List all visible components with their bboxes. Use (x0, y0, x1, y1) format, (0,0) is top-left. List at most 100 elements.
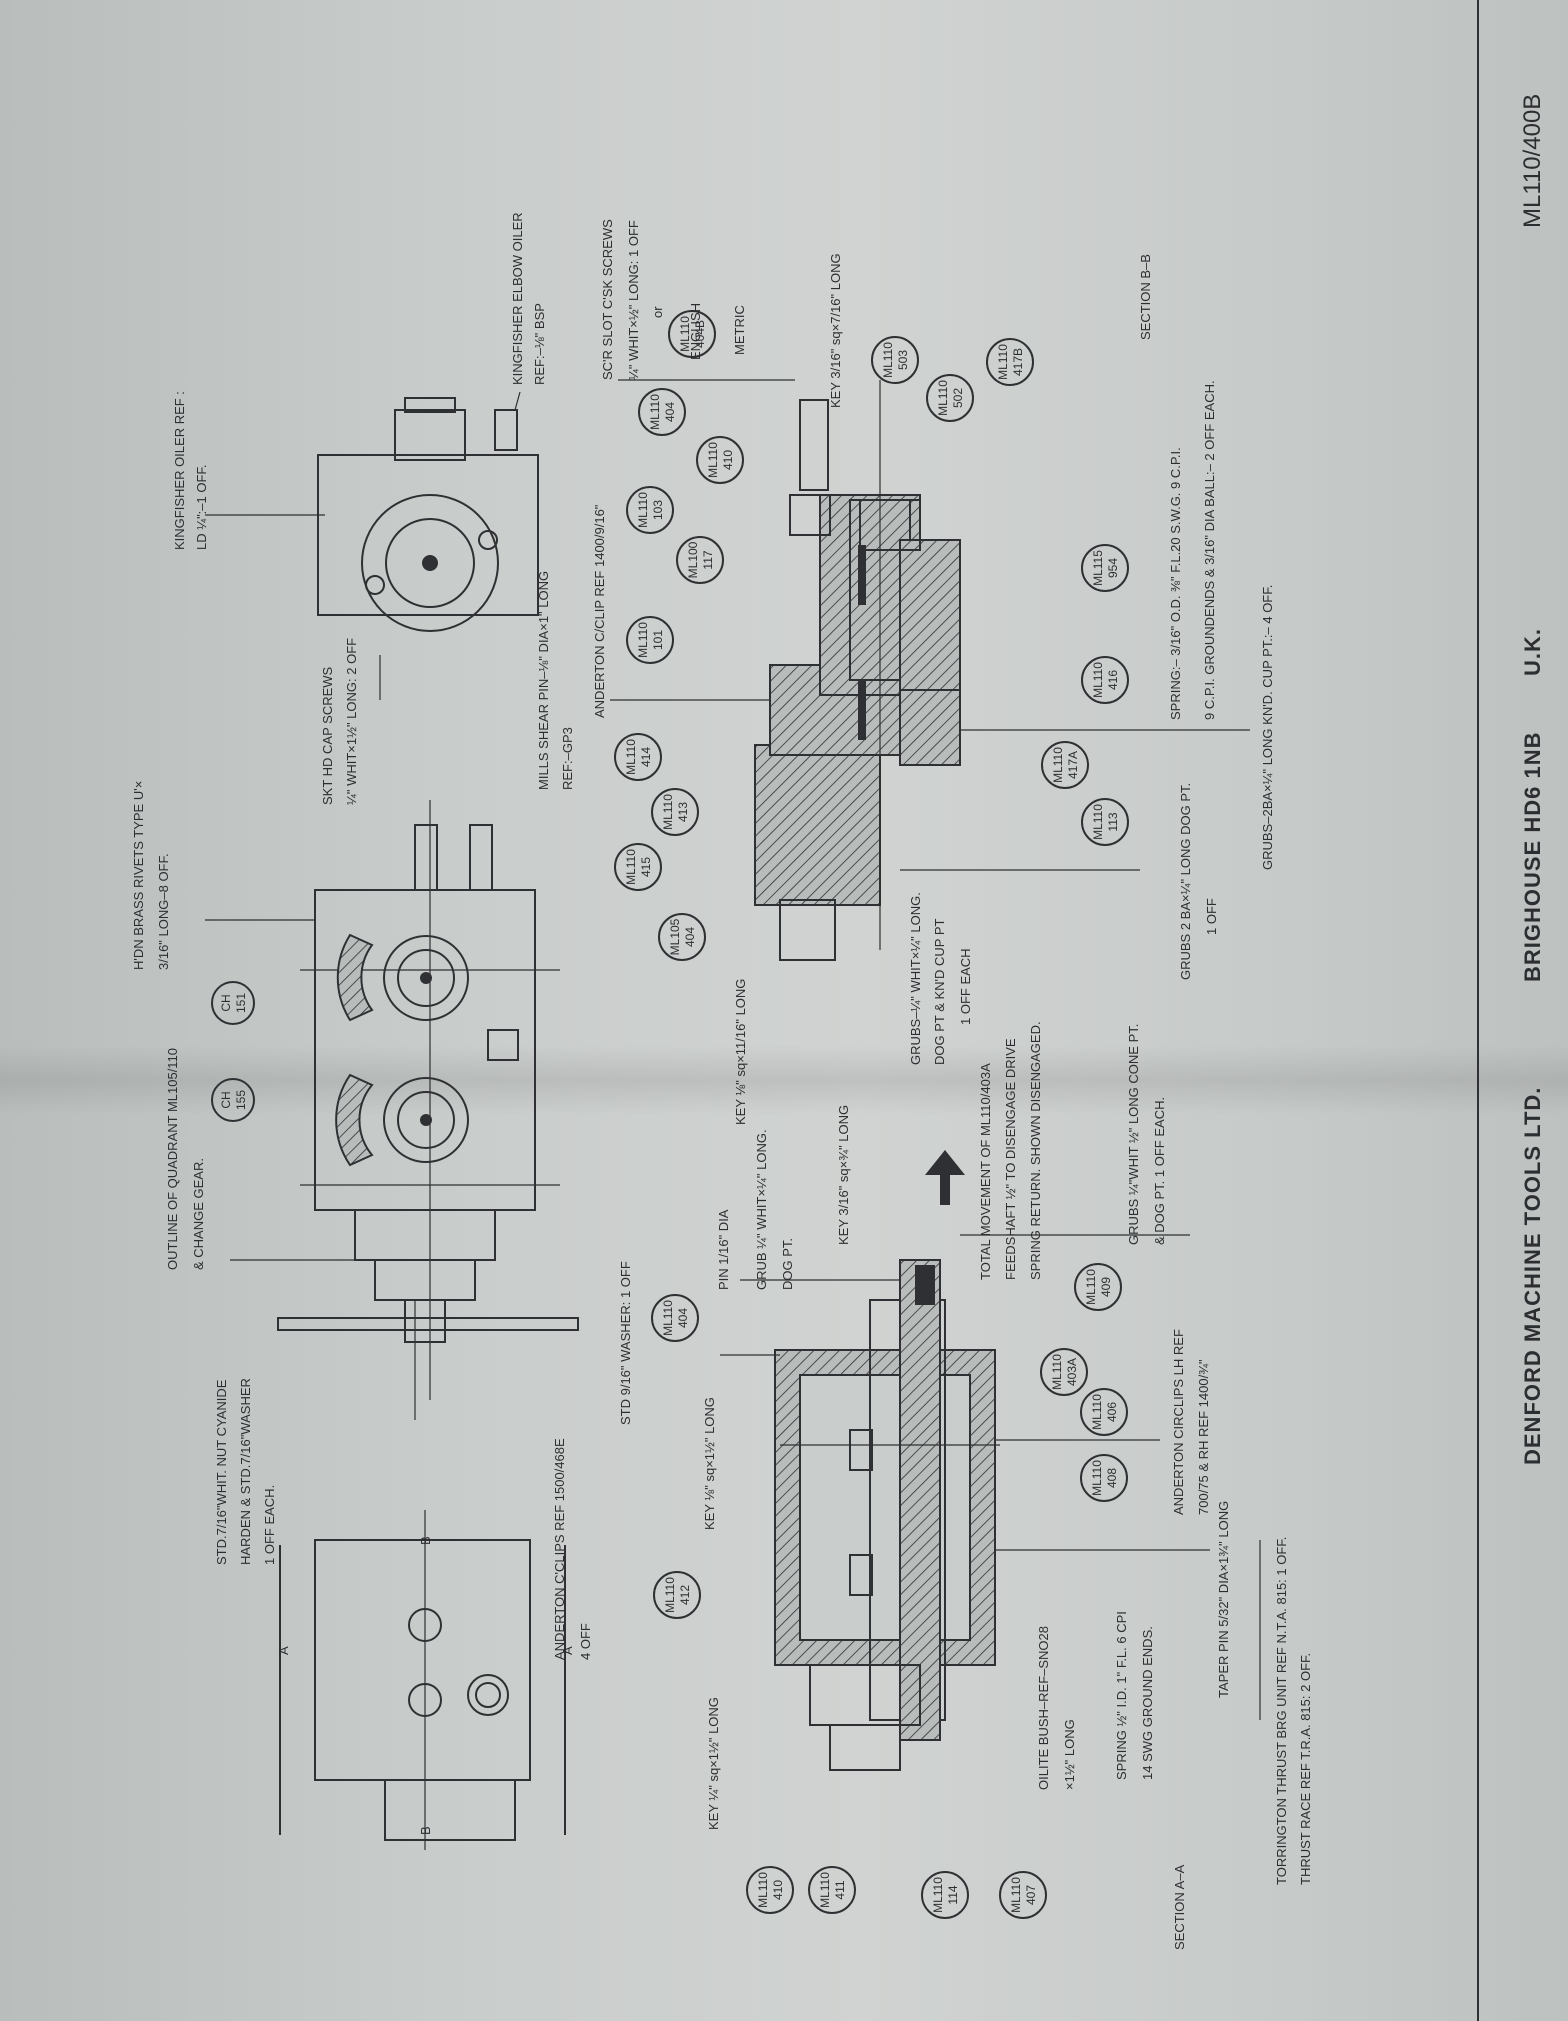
callout-rivets-2: 3/16" LONG–8 OFF. (156, 853, 171, 970)
callout-taper-pin: TAPER PIN 5/32" DIA×1¾" LONG (1216, 1501, 1231, 1698)
drawing-number: ML110/400B (1519, 94, 1546, 228)
feedshaft-inner (899, 1259, 941, 1741)
callout-thrust-race: THRUST RACE REF T.R.A. 815: 2 OFF. (1298, 1653, 1313, 1885)
svg-text:ML110: ML110 (881, 342, 895, 378)
cap-screw-1 (365, 575, 385, 595)
svg-text:CH: CH (219, 1091, 233, 1108)
elbow-oiler (494, 409, 518, 451)
callout-grubs-cone: GRUBS ¼"WHIT ½" LONG CONE PT. (1126, 1024, 1141, 1245)
callout-circlips-2: 700/75 & RH REF 1400/¾" (1196, 1359, 1211, 1515)
svg-text:117: 117 (701, 550, 715, 569)
callout-nut-3: 1 OFF EACH. (262, 1485, 277, 1565)
callout-nut: STD.7/16"WHIT. NUT CYANIDE (214, 1379, 229, 1565)
svg-text:412: 412 (678, 1585, 692, 1605)
svg-text:ML110: ML110 (931, 1877, 945, 1913)
oiler-cap (394, 409, 466, 461)
svg-text:410: 410 (771, 1880, 785, 1900)
oiler-hub (422, 555, 438, 571)
callout-grub: GRUB ¼" WHIT×¼" LONG. (754, 1129, 769, 1290)
callout-total-movement: TOTAL MOVEMENT OF ML110/403A (978, 1063, 993, 1280)
svg-text:ML110: ML110 (663, 1577, 677, 1613)
leader (514, 391, 521, 411)
svg-text:151: 151 (234, 993, 248, 1013)
rivet-plate (487, 1029, 519, 1061)
cap-screw-2 (478, 530, 498, 550)
end-view-boss (354, 1209, 496, 1261)
svg-text:ML110: ML110 (1084, 1269, 1098, 1305)
oiler-view (317, 397, 539, 632)
end-view-shaft (277, 1317, 579, 1331)
section-aa: A A B B (276, 1510, 575, 1850)
callout-anderton-clip: ANDERTON C/CLIP REF 1400/9/16" (592, 504, 607, 718)
svg-text:415: 415 (639, 857, 653, 877)
svg-text:ML100: ML100 (686, 541, 700, 578)
svg-text:ML110: ML110 (1091, 662, 1105, 698)
callouts: KINGFISHER OILER REF : LD ¼":–1 OFF. KIN… (131, 212, 1313, 1885)
section-mark-b-2: B (418, 1826, 433, 1835)
paper-fold (0, 1045, 1568, 1115)
callout-grubs-whit: GRUBS–¼" WHIT×¼" LONG. (908, 892, 923, 1065)
callout-screws: SC'R SLOT C'SK SCREWS (600, 219, 615, 380)
callout-grubs-2ba: GRUBS 2 BA×¼" LONG DOG PT. (1178, 783, 1193, 980)
svg-text:103: 103 (651, 500, 665, 520)
end-view (277, 800, 579, 1400)
svg-text:ML110: ML110 (1050, 1354, 1064, 1390)
oiler-top (404, 397, 456, 413)
dial-lower-hub (420, 1114, 432, 1126)
callout-english: ENGLISH (688, 303, 703, 360)
svg-text:413: 413 (676, 802, 690, 822)
callout-spring-2: 14 SWG GROUND ENDS. (1140, 1626, 1155, 1780)
pin-stack (799, 399, 829, 491)
callout-shear-pin-2: REF:–GP3 (560, 727, 575, 790)
svg-text:954: 954 (1106, 558, 1120, 578)
svg-text:404: 404 (676, 1308, 690, 1328)
key-lower-2 (849, 1554, 873, 1596)
grub-stack (789, 494, 831, 536)
callout-grubs-whit-2: DOG PT & KN'D CUP PT (932, 918, 947, 1065)
dial-upper (383, 935, 469, 1021)
svg-text:ML110: ML110 (818, 1872, 832, 1908)
callout-quadrant: OUTLINE OF QUADRANT ML105/110 (165, 1048, 180, 1270)
stud-2 (469, 824, 493, 891)
callout-key-1-4-sq: KEY ¼" sq×1½" LONG (706, 1697, 721, 1830)
callout-circlips: ANDERTON CIRCLIPS LH REF (1171, 1329, 1186, 1515)
callout-grubs-whit-3: 1 OFF EACH (958, 948, 973, 1025)
svg-text:113: 113 (1106, 812, 1120, 831)
svg-text:404B: 404B (693, 320, 707, 348)
callout-grub-2: DOG PT. (780, 1238, 795, 1290)
oiler-boss-inner (385, 518, 475, 608)
svg-text:ML110: ML110 (1091, 804, 1105, 840)
svg-text:ML110: ML110 (624, 739, 638, 775)
housing-lower-bore (799, 1374, 971, 1641)
callout-total-movement-2: FEEDSHAFT ½" TO DISENGAGE DRIVE (1003, 1038, 1018, 1280)
section-aa-boss (384, 1779, 516, 1841)
dial-lower-inner (397, 1091, 455, 1149)
end-view-nut (404, 1299, 446, 1343)
key-bb-2 (858, 680, 866, 740)
svg-text:ML110: ML110 (706, 442, 720, 478)
quadrant-upper (336, 933, 374, 1022)
callout-cclips: ANDERTON C'CLIPS REF 1500/468E (552, 1438, 567, 1660)
section-label-aa: SECTION A–A (1172, 1864, 1187, 1950)
svg-text:406: 406 (1105, 1402, 1119, 1422)
svg-text:417B: 417B (1011, 348, 1025, 376)
callout-rivets: H'DN BRASS RIVETS TYPE U'× (131, 781, 146, 970)
